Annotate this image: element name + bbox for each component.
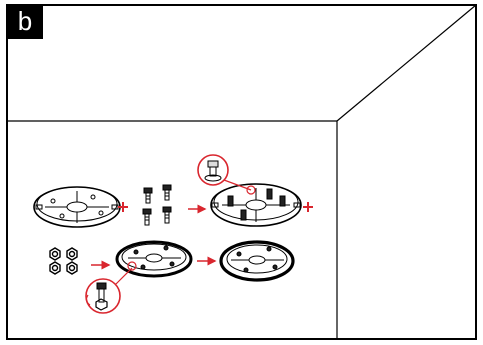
magnifier-circle-icon xyxy=(85,261,137,314)
mount-plate-final xyxy=(219,240,295,282)
screw-3 xyxy=(142,208,152,226)
nut-3 xyxy=(49,261,61,275)
mount-plate-with-nuts xyxy=(115,240,193,278)
mount-plate-left xyxy=(33,186,121,228)
plus-icon xyxy=(303,202,313,212)
panel-label: b xyxy=(7,6,43,39)
room-outline xyxy=(6,4,477,340)
frame-border xyxy=(6,4,477,340)
nut-set xyxy=(49,247,78,275)
screw-4 xyxy=(162,206,172,224)
nut-2 xyxy=(66,247,78,261)
nut-1 xyxy=(49,247,61,261)
screw-1 xyxy=(143,187,153,204)
mount-plate-with-screws xyxy=(210,183,302,227)
corner-diagonal xyxy=(336,4,477,122)
nut-4 xyxy=(66,261,78,275)
screw-2 xyxy=(162,184,172,201)
room-perspective-lines xyxy=(7,4,477,339)
plus-icon xyxy=(118,202,128,212)
magnifier-circle-icon xyxy=(197,154,256,195)
screw-set xyxy=(142,184,172,226)
